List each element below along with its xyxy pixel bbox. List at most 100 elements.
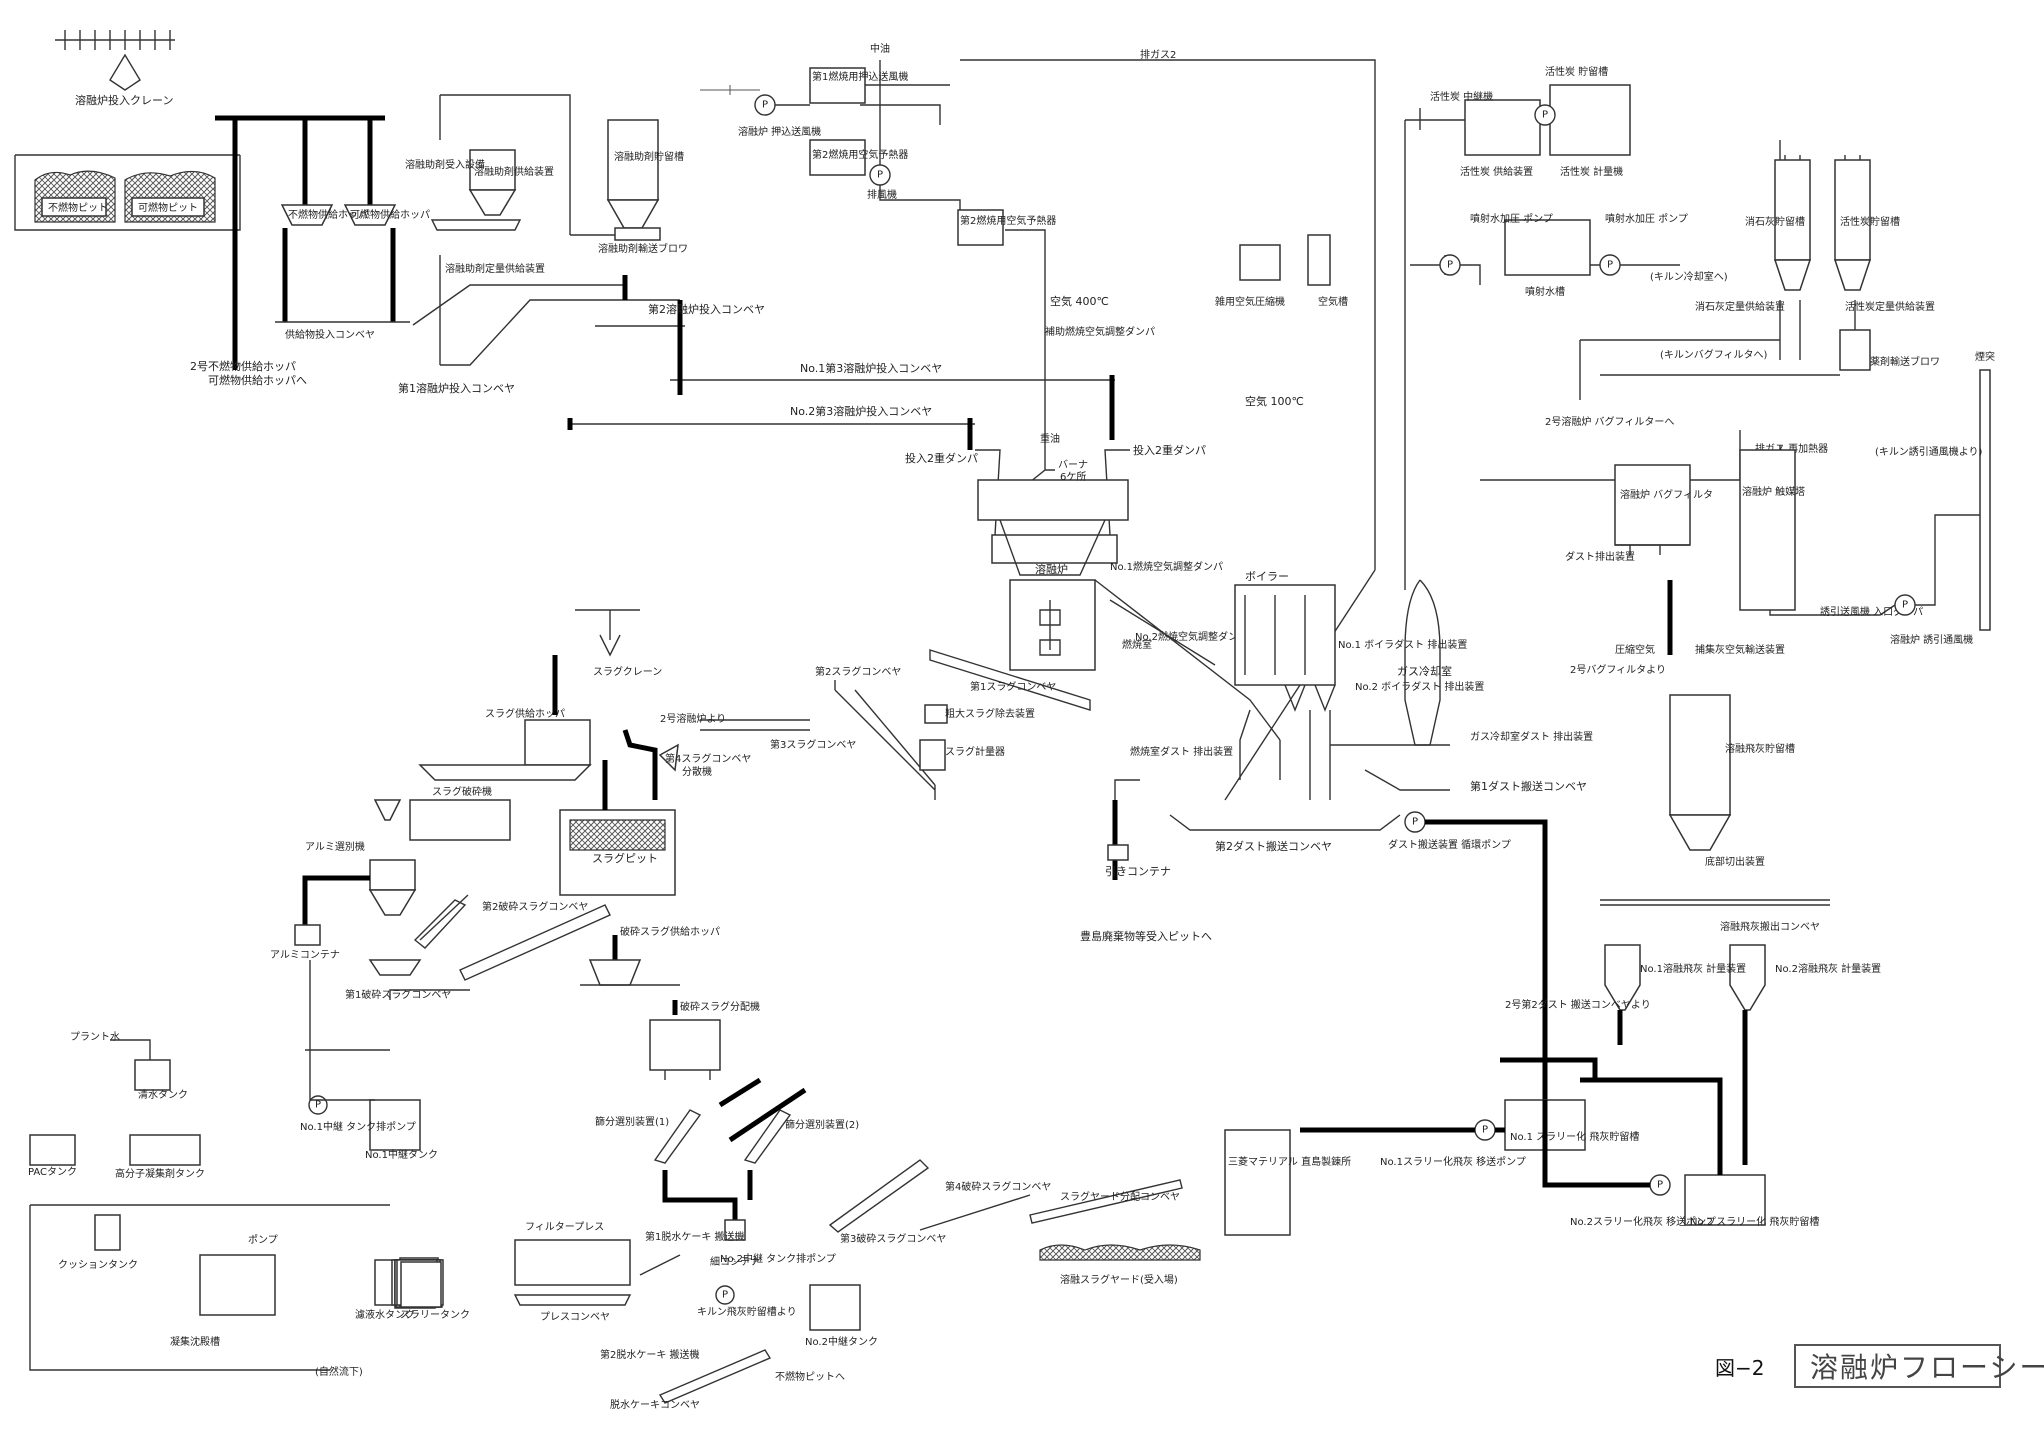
filter-press-label: フィルタープレス	[525, 1221, 604, 1233]
sed-tank-label: 凝集沈殿槽	[170, 1335, 220, 1348]
fly-ash-silo-label: 溶融飛灰貯留槽	[1725, 742, 1795, 755]
slag-yard-label: 溶融スラグヤード(受入場)	[1060, 1273, 1178, 1286]
slurry-group: 2号第2ダスト 搬送コンベヤより No.1 スラリー化 飛灰貯留槽 No.2 ス…	[1225, 998, 1819, 1235]
conv3-label: No.1第3溶融炉投入コンベヤ	[800, 361, 942, 375]
waste-pits: 不燃物ピット 可燃物ピット	[15, 155, 240, 230]
fly-ash-group: 圧縮空気 捕集灰空気輸送装置 2号バグフィルタより 溶融飛灰貯留槽 底部切出装置…	[1570, 643, 1881, 1165]
separator1-label: 篩分選別装置(1)	[595, 1115, 669, 1128]
no2-relay-pump-label: No.2中継 タンク排ポンプ	[720, 1252, 836, 1265]
reheater-label: 溶融炉 触媒塔	[1742, 485, 1805, 498]
melt-aux-blower-label: 溶融助剤輸送ブロワ	[598, 242, 688, 255]
no2-boiler-dust-label: No.2 ボイラダスト 排出装置	[1355, 680, 1484, 693]
spray-pump1-label: 噴射水加圧 ポンプ	[1470, 213, 1553, 225]
slag-crane-label: スラグクレーン	[593, 665, 662, 678]
no1-relay-p: P	[315, 1100, 321, 1111]
melt-aux-system: 溶融助剤供給装置 溶融助剤受入設備 溶融助剤定量供給装置 溶融助剤貯留槽 溶融助…	[405, 95, 688, 365]
dust-conv1-label: 第1ダスト搬送コンベヤ	[1470, 779, 1587, 793]
crushed-conv2-label: 第2破砕スラグコンベヤ	[482, 900, 588, 913]
p-icon: P	[762, 100, 768, 111]
activated-carbon-top: P 活性炭 中継機 活性炭 貯留槽 活性炭 供給装置 活性炭 計量機	[1405, 65, 1630, 590]
pac-tank-label: PACタンク	[28, 1166, 77, 1178]
hopper-note2: 可燃物供給ホッパへ	[208, 373, 307, 387]
boiler-label: ボイラー	[1245, 570, 1289, 583]
bag-no2-label: 2号溶融炉 バグフィルターへ	[1545, 415, 1674, 428]
limestone-silo-label: 消石灰貯留槽	[1745, 215, 1805, 228]
no2-slurry-pump-label: No.2スラリー化飛灰 移送ポンプ	[1570, 1215, 1716, 1228]
slurry-tank-label: スラリータンク	[400, 1309, 470, 1321]
furnace-label: 溶融炉	[1035, 562, 1068, 576]
crushed-conv3-label: 第3破砕スラグコンベヤ	[840, 1232, 946, 1245]
carbon-feed-label: 活性炭定量供給装置	[1845, 300, 1935, 313]
air-compressor-label: 雑用空気圧縮機	[1215, 295, 1285, 308]
act-carbon-feed-label: 活性炭 中継機	[1430, 90, 1493, 103]
air-400-label: 空気 400℃	[1050, 294, 1109, 308]
act-carbon-p: P	[1542, 110, 1548, 121]
dust-circ-pump-label: ダスト搬送装置 循環ポンプ	[1388, 838, 1511, 851]
incombustible-pit-label: 不燃物ピット	[48, 201, 108, 214]
melting-furnace: 溶融炉 重油 バーナ 6ケ所 投入2重ダンパ 投入2重ダンパ No.1燃焼空気調…	[905, 432, 1280, 740]
gas-cooler-dust-label: ガス冷却室ダスト 排出装置	[1470, 730, 1593, 743]
no1-damper-label: No.1燃焼空気調整ダンパ	[1110, 560, 1223, 573]
bottom-discharge-label: 底部切出装置	[1705, 855, 1765, 868]
gas-cooler-label: ガス冷却室	[1397, 664, 1452, 678]
polymer-tank-label: 高分子凝集剤タンク	[115, 1167, 205, 1180]
slag-hopper-label: スラグ供給ホッパ	[485, 707, 565, 720]
boiler-group: ボイラー No.1 ボイラダスト 排出装置 No.2 ボイラダスト 排出装置 ガ…	[1080, 570, 1593, 1125]
comb-hopper-label: 可燃物供給ホッパ	[350, 208, 430, 221]
mitsubishi-label: 三菱マテリアル 直島製錬所	[1228, 1155, 1351, 1168]
figure-number: 図−2	[1715, 1356, 1764, 1380]
plant-water-label: プラント水	[70, 1031, 120, 1043]
no1-relay-pump-label: No.1中継 タンク排ポンプ	[300, 1120, 416, 1133]
heat-exch-label: 第2燃焼用空気予熱器	[960, 214, 1056, 227]
melt-aux-unload-label: 溶融助剤受入設備	[405, 158, 485, 171]
cake-conv-label: 第1脱水ケーキ 搬送機	[645, 1230, 745, 1243]
medium-oil-label: 中油	[870, 42, 890, 55]
no1-boiler-dust-label: No.1 ボイラダスト 排出装置	[1338, 638, 1467, 651]
heavy-oil-label: 重油	[1040, 432, 1060, 445]
cushion-tank-label: クッションタンク	[58, 1259, 138, 1271]
to-raw-pit-label: 不燃物ピットへ	[775, 1370, 845, 1383]
slag-yard-conv-label: スラグヤード分配コンベヤ	[1060, 1190, 1180, 1203]
spray-pump1-p: P	[1447, 260, 1453, 271]
slag-weigh-label: スラグ計量器	[945, 745, 1005, 758]
air-compressed-label: 圧縮空気	[1615, 643, 1655, 656]
cake-conv2-label: 第2脱水ケーキ 搬送機	[600, 1348, 700, 1361]
conv2-label: 第2溶融炉投入コンベヤ	[648, 302, 765, 316]
kiln-fly-send-label: キルン飛灰貯留槽より	[697, 1305, 797, 1318]
dust-circ-p: P	[1412, 817, 1418, 828]
coarse-slag-label: 粗大スラグ除去装置	[945, 707, 1035, 720]
furnace-conveyors: 第1溶融炉投入コンベヤ 第2溶融炉投入コンベヤ No.1第3溶融炉投入コンベヤ …	[398, 275, 1115, 450]
feed-hoppers: 不燃物供給ホッパ 可燃物供給ホッパ 供給物投入コンベヤ 2号不燃物供給ホッパ 可…	[190, 118, 430, 387]
charge-crane-label: 溶融炉投入クレーン	[75, 93, 173, 107]
fly-ash-send-label: 捕集灰空気輸送装置	[1695, 643, 1785, 656]
slag-pit-label: スラグピット	[592, 851, 658, 865]
chemical-silos: 消石灰貯留槽 活性炭貯留槽 消石灰定量供給装置 活性炭定量供給装置 (キルンバグ…	[1580, 140, 1940, 400]
no2-relay-p: P	[722, 1290, 728, 1301]
crushed-slag-system: 第2破砕スラグコンベヤ 第1破砕スラグコンベヤ 破砕スラグ供給ホッパ 破砕スラグ…	[345, 895, 1200, 1286]
slag-crusher-label: スラグ破砕機	[432, 785, 492, 798]
to-waste-pit-label: 豊島廃棄物等受入ピットへ	[1080, 929, 1212, 943]
burner-label: バーナ	[1058, 459, 1088, 471]
press-conv-label: プレスコンベヤ	[540, 1311, 610, 1323]
slag-system: スラグクレーン スラグ供給ホッパ スラグ破砕機 アルミ選別機 アルミコンテナ ス…	[270, 610, 1090, 961]
combustible-pit-label: 可燃物ピット	[138, 201, 198, 214]
alum-container-label: アルミコンテナ	[270, 949, 340, 961]
no1-slurry-pump-label: No.1スラリー化飛灰 移送ポンプ	[1380, 1155, 1526, 1168]
kiln-bag-label: (キルンバグフィルタへ)	[1660, 348, 1768, 361]
melt-aux-weigh-label: 溶融助剤定量供給装置	[445, 262, 545, 275]
bagfilter-label: 溶融炉 バグフィルタ	[1620, 488, 1713, 501]
hopper-note1: 2号不燃物供給ホッパ	[190, 359, 296, 373]
crushed-hopper-label: 破砕スラグ供給ホッパ	[620, 925, 720, 938]
fly-ash-conv-label: 溶融飛灰搬出コンベヤ	[1720, 920, 1820, 933]
aux-air-damper-label: 補助燃焼空気調整ダンパ	[1045, 325, 1155, 338]
exhaust2-label: 排ガス2	[1140, 48, 1176, 61]
kiln-induced-label: (キルン誘引通風機より)	[1875, 445, 1983, 458]
melt-aux-silo-label: 溶融助剤貯留槽	[614, 150, 684, 163]
stack-label: 煙突	[1975, 350, 1995, 363]
figure-title: 溶融炉フローシート	[1810, 1351, 2044, 1384]
from-bag2-label: 2号バグフィルタより	[1570, 663, 1666, 676]
slag-conv3-label: 第3スラグコンベヤ	[770, 738, 856, 751]
spray-pump2-p: P	[1607, 260, 1613, 271]
conv4-label: No.2第3溶融炉投入コンベヤ	[790, 404, 932, 418]
